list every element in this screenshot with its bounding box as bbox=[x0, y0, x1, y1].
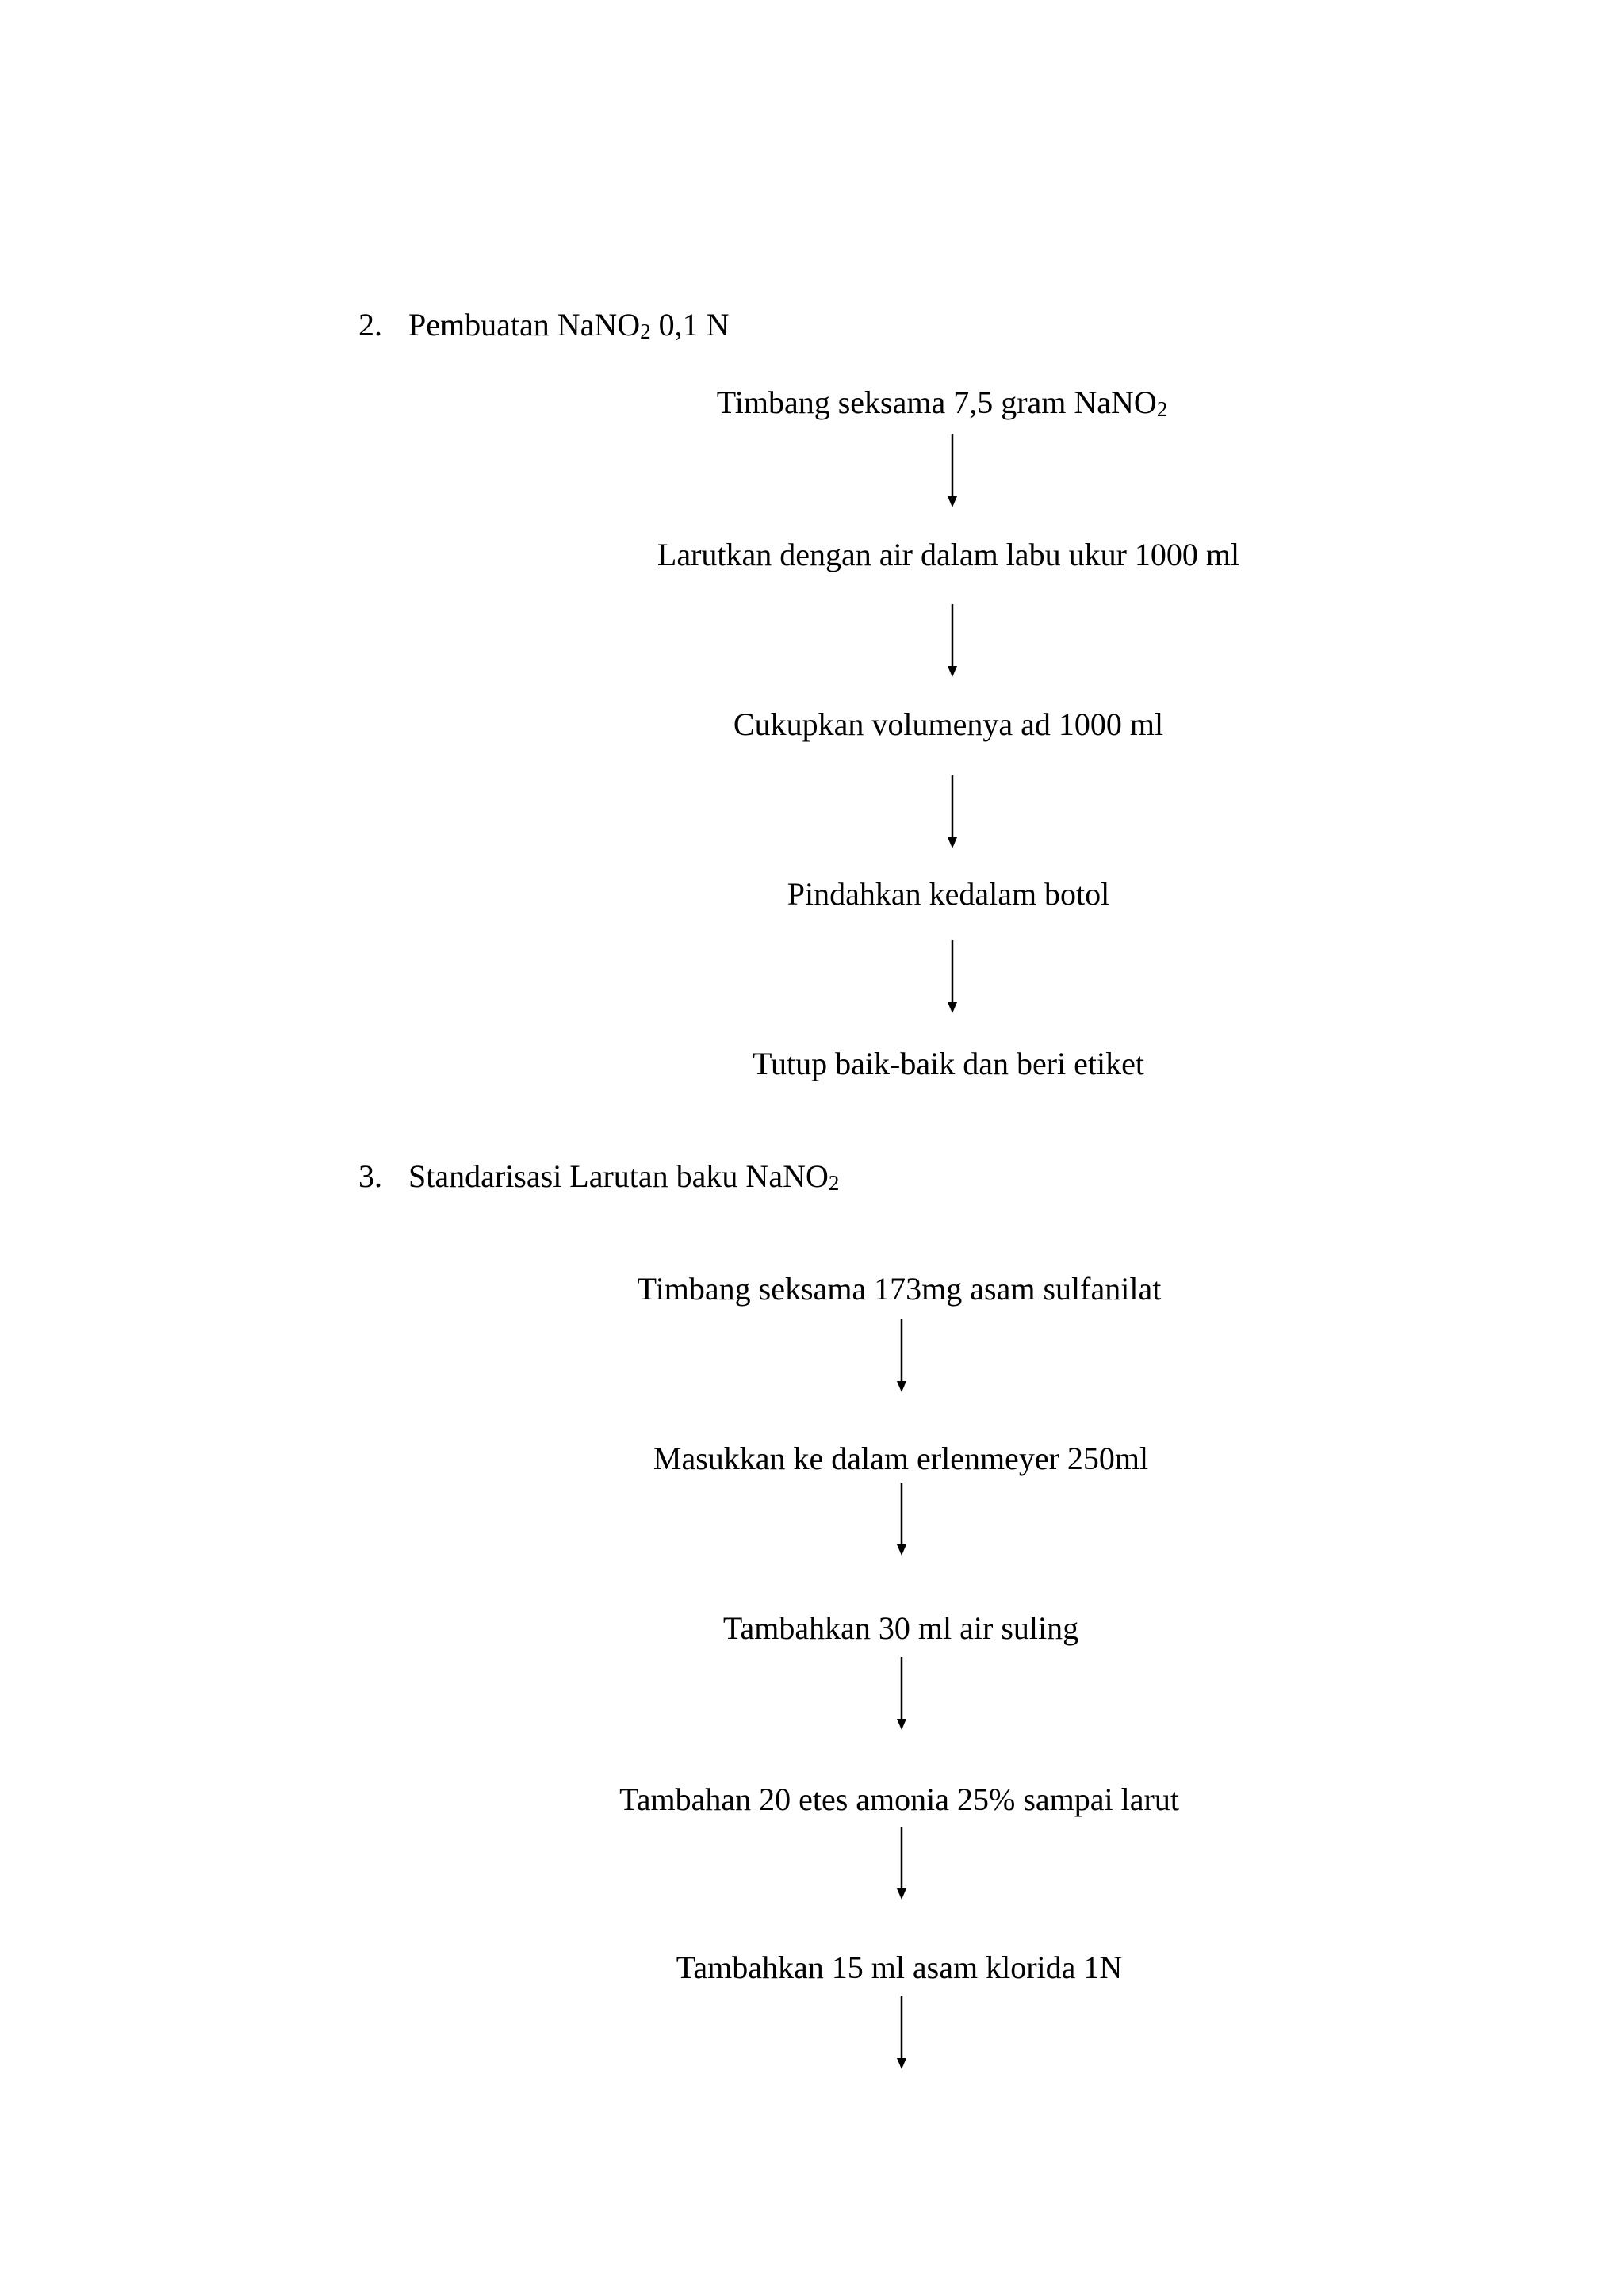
flow-arrow bbox=[896, 1483, 907, 1556]
step-fill-volume: Cukupkan volumenya ad 1000 ml bbox=[733, 706, 1164, 742]
step-add-water: Tambahkan 30 ml air suling bbox=[722, 1610, 1079, 1646]
step-close-label: Tutup baik-baik dan beri etiket bbox=[753, 1046, 1144, 1081]
step-weigh-nano2: Timbang seksama 7,5 gram NaNO2 bbox=[716, 385, 1168, 421]
flow-arrow bbox=[947, 434, 958, 507]
section-3-heading: 3. Standarisasi Larutan baku NaNO2 bbox=[358, 1158, 839, 1202]
step-erlenmeyer: Masukkan ke dalam erlenmeyer 250ml bbox=[653, 1441, 1149, 1476]
flow-arrow bbox=[947, 604, 958, 677]
step-dissolve: Larutkan dengan air dalam labu ukur 1000… bbox=[657, 537, 1240, 572]
flow-arrow bbox=[896, 1319, 907, 1392]
flow-arrow bbox=[947, 775, 958, 848]
step-weigh-sulfanilic: Timbang seksama 173mg asam sulfanilat bbox=[637, 1271, 1162, 1307]
flow-arrow bbox=[896, 1827, 907, 1900]
step-add-hcl: Tambahkan 15 ml asam klorida 1N bbox=[676, 1950, 1123, 1985]
flow-arrow bbox=[896, 1657, 907, 1730]
section-2-heading: 2. Pembuatan NaNO2 0,1 N bbox=[358, 306, 730, 350]
flow-arrow bbox=[947, 940, 958, 1013]
step-add-ammonia: Tambahan 20 etes amonia 25% sampai larut bbox=[619, 1781, 1179, 1817]
section-2-number: 2. bbox=[358, 307, 382, 342]
section-3-number: 3. bbox=[358, 1158, 382, 1194]
section-2-title: Pembuatan NaNO2 0,1 N bbox=[408, 307, 730, 343]
flow-arrow bbox=[896, 1996, 907, 2069]
step-transfer-bottle: Pindahkan kedalam botol bbox=[787, 876, 1110, 912]
section-3-title: Standarisasi Larutan baku NaNO2 bbox=[408, 1158, 840, 1195]
